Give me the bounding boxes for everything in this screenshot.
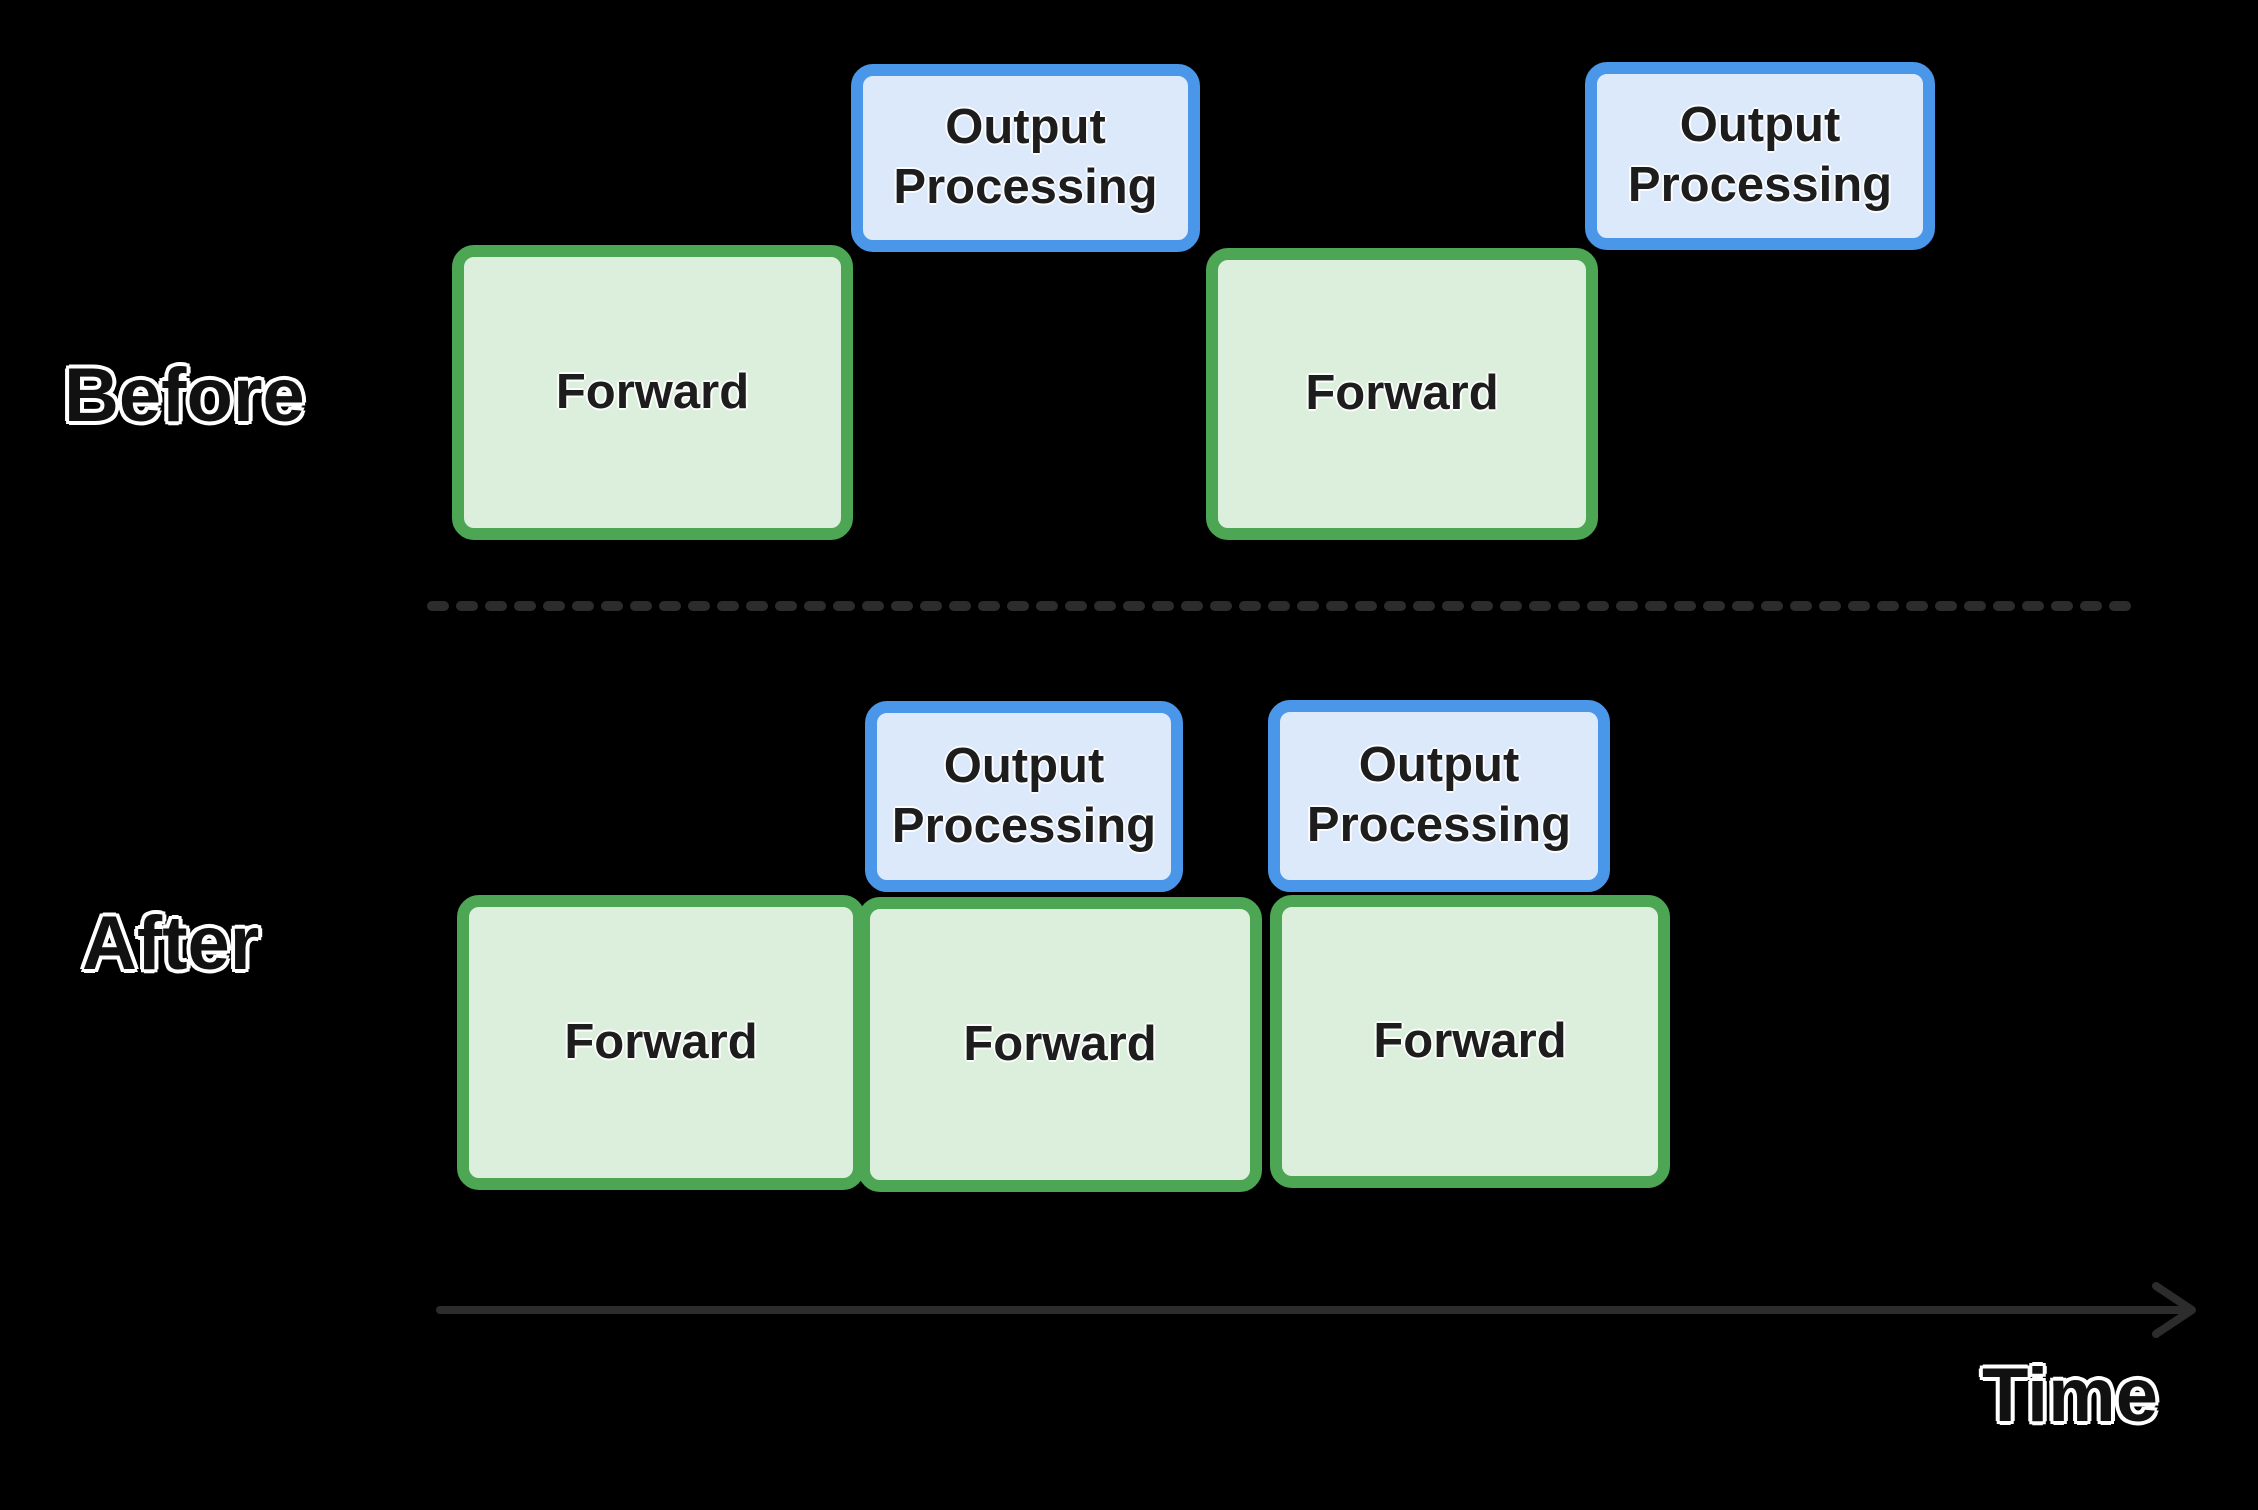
output-processing-box: Output Processing (1268, 700, 1610, 892)
output-processing-box: Output Processing (1585, 62, 1935, 250)
before-row-label: Before (64, 353, 305, 438)
row-divider-dashed-line (427, 601, 2133, 611)
output-processing-box: Output Processing (865, 701, 1183, 892)
forward-box: Forward (457, 895, 865, 1190)
time-axis-label: Time (1982, 1353, 2159, 1438)
forward-box: Forward (1206, 248, 1598, 540)
after-row-label: After (82, 901, 260, 986)
forward-box: Forward (1270, 895, 1670, 1188)
time-axis-arrow (436, 1282, 2196, 1338)
forward-box: Forward (858, 897, 1262, 1192)
forward-box: Forward (452, 245, 853, 540)
output-processing-box: Output Processing (851, 64, 1200, 252)
